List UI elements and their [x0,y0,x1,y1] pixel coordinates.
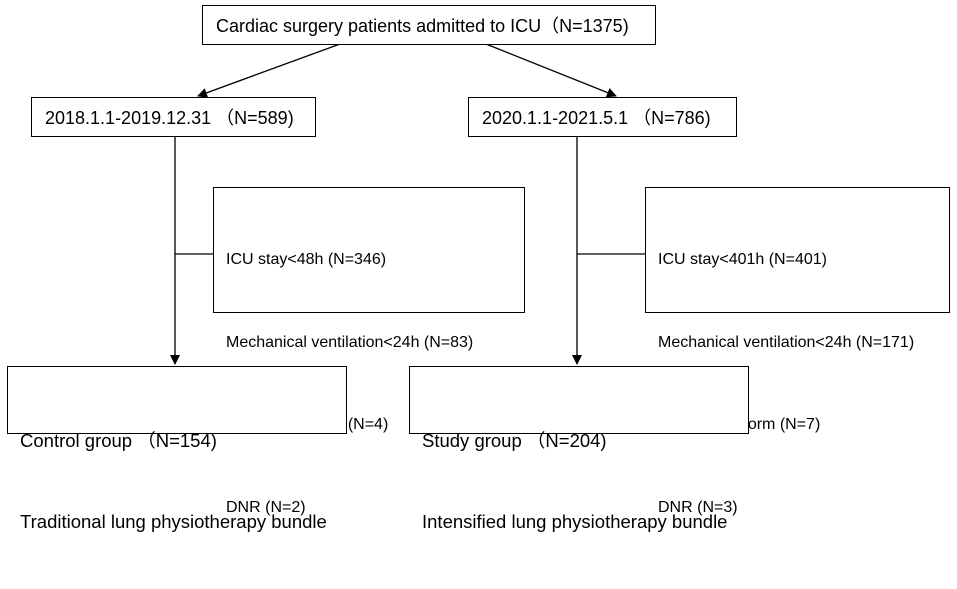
right-exclusion-item: ICU stay<401h (N=401) [658,251,827,268]
flow-diagram: Cardiac surgery patients admitted to ICU… [7,5,950,532]
right-exclusion-box: ICU stay<401h (N=401) Mechanical ventila… [645,187,950,516]
arrow-top-to-left-period [197,43,341,98]
connector-layer [170,43,645,365]
right-period-label: 2020.1.1-2021.5.1 （N=786) [482,108,711,128]
left-period-box: 2018.1.1-2019.12.31 （N=589) [31,97,316,137]
left-exclusion-item: ICU stay<48h (N=346) [226,251,387,268]
control-group-box: Control group （N=154) Traditional lung p… [7,366,347,532]
arrow-top-to-right-period [485,43,617,98]
right-period-box: 2020.1.1-2021.5.1 （N=786) [468,97,737,137]
study-group-subtitle: Intensified lung physiotherapy bundle [422,511,728,532]
left-period-label: 2018.1.1-2019.12.31 （N=589) [45,108,294,128]
study-group-box: Study group （N=204) Intensified lung phy… [409,366,749,532]
right-exclusion-item: Mechanical ventilation<24h (N=171) [658,333,915,351]
control-group-subtitle: Traditional lung physiotherapy bundle [20,511,327,532]
left-exclusion-box: ICU stay<48h (N=346) Mechanical ventilat… [213,187,525,516]
left-exclusion-item: Mechanical ventilation<24h (N=83) [226,333,474,351]
top-box-label: Cardiac surgery patients admitted to ICU… [216,16,629,36]
control-group-title: Control group （N=154) [20,430,217,451]
top-box: Cardiac surgery patients admitted to ICU… [202,5,656,45]
study-group-title: Study group （N=204) [422,430,607,451]
